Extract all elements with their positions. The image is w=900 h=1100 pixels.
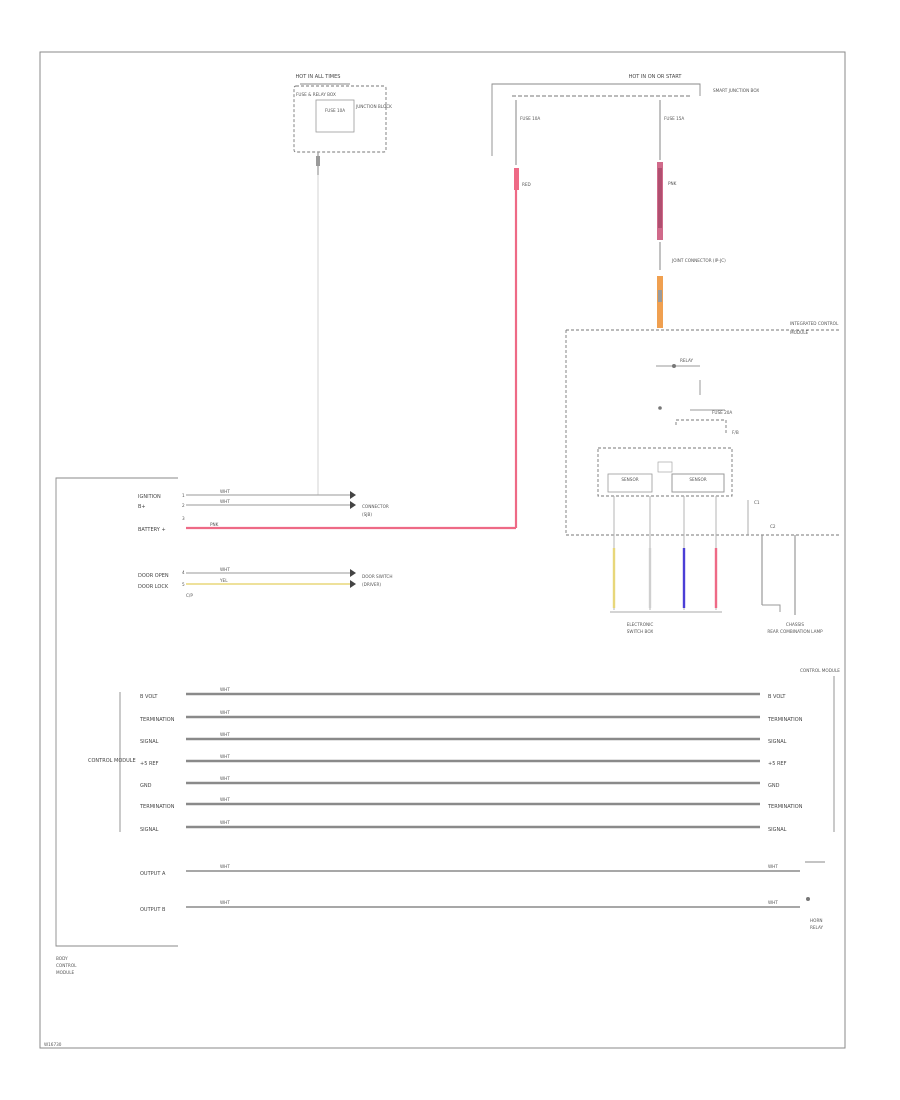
pin-bplus-num: 2 [182,503,185,508]
bus-row-3-wire: WHT [220,754,230,759]
relay-label: RELAY [680,358,694,363]
connector-cp: C/P [186,593,193,598]
fuse-small-tag: F/B [732,430,739,435]
door-switch-label: DOOR SWITCH [362,574,392,579]
ground-connector-label: JOINT CONNECTOR (IP-JC) [671,258,726,263]
body-control-module: IGNITION B+ BATTERY + 1 2 3 WHT WHT PNK … [55,477,392,947]
top-right-fuse-label-2: FUSE 15A [664,116,684,121]
top-right-fuse-module: HOT IN ON OR START SMART JUNCTION BOX FU… [491,74,759,156]
bus-row: TERMINATION WHT TERMINATION [139,797,803,810]
bus-block: CONTROL MODULE CONTROL MODULE B VOLT WHT… [88,668,840,930]
pin-door-lock-num: 5 [182,582,185,587]
bus-row-3-right: +5 REF [768,761,787,767]
fuse-20a-label: FUSE 20A [712,410,732,415]
wire-ignition: WHT [220,489,230,494]
wire-door-open: WHT [220,567,230,572]
integrated-sub: MODULE [790,330,809,335]
output-row-1-right: WHT [768,900,778,905]
bus-row: +5 REF WHT +5 REF [140,754,787,767]
bus-row-5-name: TERMINATION [139,804,175,810]
bus-row-4-right: GND [768,783,780,789]
bus-row-1-name: TERMINATION [139,717,175,723]
door-switch-sub: (DRIVER) [362,582,381,587]
top-left-fuse-module: HOT IN ALL TIMES FUSE 10A FUSE & RELAY B… [293,74,392,495]
pin-ignition-name: IGNITION [138,494,161,500]
top-right-fuse-label: FUSE 10A [520,116,540,121]
connector-c2: C2 [770,524,776,529]
footer-code: W16730 [44,1042,62,1047]
pin-door-open-name: DOOR OPEN [138,573,169,579]
bus-row: B VOLT WHT B VOLT [140,687,786,700]
top-left-title: HOT IN ALL TIMES [296,74,341,80]
pin-ignition-num: 1 [182,493,185,498]
bus-row: TERMINATION WHT TERMINATION [139,710,803,723]
bus-row-5-right: TERMINATION [767,804,803,810]
top-left-side-right: JUNCTION BLOCK [355,104,392,109]
caption-line-1: BODY [56,956,68,961]
integrated-title: INTEGRATED CONTROL [790,321,839,326]
bus-row-5-wire: WHT [220,797,230,802]
bus-row-3-name: +5 REF [140,761,159,767]
wire-battery: PNK [210,522,219,527]
bus-right-header: CONTROL MODULE [800,668,840,673]
red-wire: RED [186,100,531,530]
bus-row-0-name: B VOLT [140,694,158,700]
rear-combination-label: REAR COMBINATION LAMP [767,629,823,634]
output-row-0-wire: WHT [220,864,230,869]
horn-label-2: RELAY [810,925,824,930]
pin-battery-name: BATTERY + [138,527,166,533]
sensor-right-label: SENSOR [689,477,706,482]
wire-door-lock: YEL [219,578,228,583]
output-row-1-wire: WHT [220,900,230,905]
target-electronic: ELECTRONIC [627,622,654,627]
target-chassis: CHASSIS [786,622,804,627]
horn-label: HORN [810,918,823,923]
bus-row: SIGNAL WHT SIGNAL [140,820,787,833]
bus-row: GND WHT GND [140,776,780,789]
caption-line-2: CONTROL [56,963,77,968]
output-row-0-right: WHT [768,864,778,869]
bus-row-2-right: SIGNAL [768,739,787,745]
pin-door-lock-name: DOOR LOCK [138,584,169,590]
top-left-side-left: FUSE & RELAY BOX [296,92,336,97]
bus-row-1-wire: WHT [220,710,230,715]
pin-door-open-num: 4 [182,570,185,575]
caption-line-3: MODULE [56,970,75,975]
top-right-title: HOT IN ON OR START [629,74,683,80]
target-connector: CONNECTOR [362,504,389,509]
bus-row-0-wire: WHT [220,687,230,692]
top-right-right-label: SMART JUNCTION BOX [713,88,759,93]
top-left-fuse-label: FUSE 10A [325,108,345,113]
pin-bplus-name: B+ [138,504,146,510]
bus-row-6-wire: WHT [220,820,230,825]
bus-row-6-name: SIGNAL [140,827,159,833]
module-caption: BODY CONTROL MODULE [56,956,77,975]
bus-left-group-label: CONTROL MODULE [88,758,136,764]
red-wire-tag: RED [522,182,531,187]
output-row-1-name: OUTPUT B [140,907,166,913]
output-row: OUTPUT B WHT WHT [140,900,800,913]
target-connector-sub: (SJB) [362,512,372,517]
connector-c1: C1 [754,500,760,505]
output-row: OUTPUT A WHT WHT [140,864,800,877]
bus-row: SIGNAL WHT SIGNAL [140,732,787,745]
wire-bplus: WHT [220,499,230,504]
pin-battery-num: 3 [182,516,185,521]
diagram-frame [39,51,846,1049]
bus-row-6-right: SIGNAL [768,827,787,833]
orange-feed-wire: PNK JOINT CONNECTOR (IP-JC) [657,100,726,328]
bus-row-2-name: SIGNAL [140,739,159,745]
target-switch-box: SWITCH BOX [627,629,654,634]
pink-wire-tag: PNK [668,181,677,186]
bus-row-0-right: B VOLT [768,694,786,700]
output-row-0-name: OUTPUT A [140,871,166,877]
bus-row-2-wire: WHT [220,732,230,737]
bus-row-4-name: GND [140,783,152,789]
sensor-left-label: SENSOR [621,477,638,482]
bus-row-1-right: TERMINATION [767,717,803,723]
bus-row-4-wire: WHT [220,776,230,781]
integrated-control-box: INTEGRATED CONTROL MODULE RELAY FUSE 20A… [565,321,840,634]
